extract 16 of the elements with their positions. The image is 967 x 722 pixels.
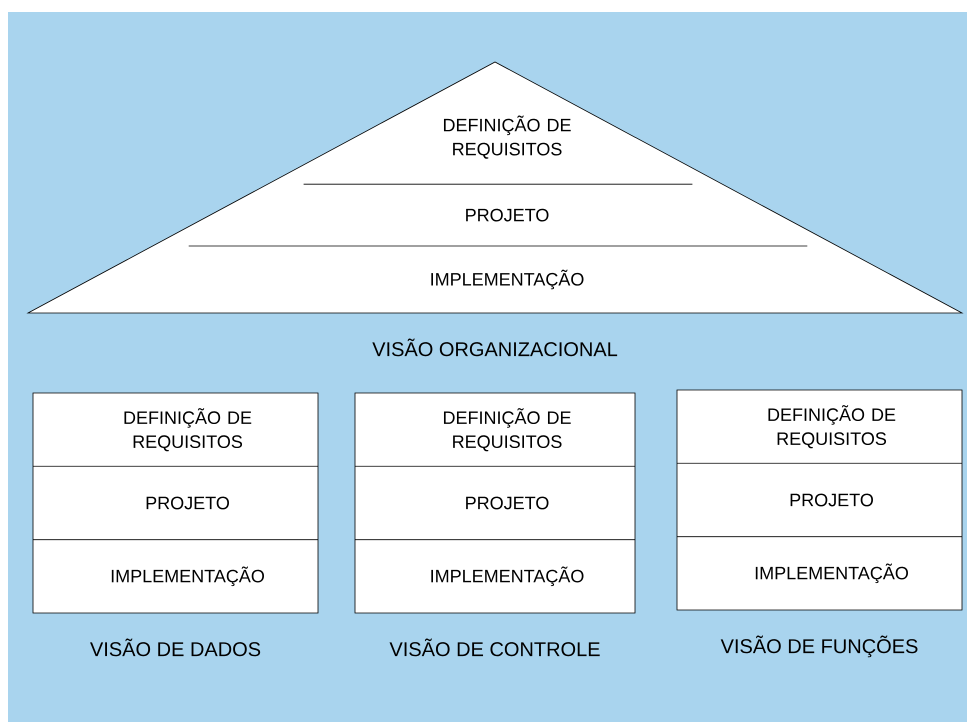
node-label: VISÃO ORGANIZACIONAL — [372, 338, 618, 356]
band-label: DEFINIÇÃO DE REQUISITOS — [444, 408, 571, 452]
band-label: DEFINIÇÃO DE REQUISITOS — [444, 115, 571, 159]
band-label: PROJETO — [790, 494, 873, 506]
node-label: VISÃO DE DADOS — [90, 638, 260, 656]
node-label: VISÃO DE CONTROLE — [390, 638, 600, 656]
band-label: PROJETO — [466, 208, 548, 222]
band-label: IMPLEMENTAÇÃO — [431, 270, 584, 290]
band-label: IMPLEMENTAÇÃO — [431, 566, 584, 586]
band-label: PROJETO — [466, 496, 548, 510]
band-label: DEFINIÇÃO DE REQUISITOS — [768, 405, 896, 448]
band-label: IMPLEMENTAÇÃO — [112, 566, 264, 586]
band-label: PROJETO — [146, 496, 229, 510]
band-label: IMPLEMENTAÇÃO — [756, 563, 908, 584]
node-label: VISÃO DE FUNÇÕES — [720, 636, 918, 658]
band-label: DEFINIÇÃO DE REQUISITOS — [124, 408, 252, 452]
